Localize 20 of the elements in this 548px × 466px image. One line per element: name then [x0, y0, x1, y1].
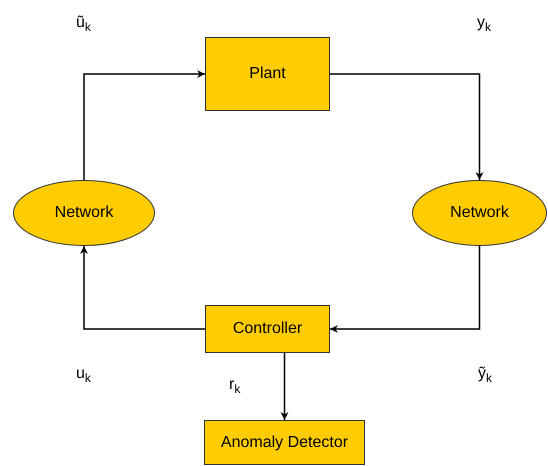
signal-label: ỹ$_{k}$ [478, 365, 492, 386]
signal-label: u$_{k}$ [76, 365, 91, 386]
arrow [330, 73, 484, 180]
node-label: Controller [232, 320, 302, 338]
node-label: Plant [249, 65, 286, 83]
arrow [280, 353, 288, 420]
process-box [205, 305, 330, 353]
signal-label: y$_{k}$ [477, 14, 491, 34]
signal-label: ũ$_{k}$ [76, 14, 91, 34]
process-box [205, 37, 330, 111]
node-label: Network [54, 204, 114, 222]
network-ellipse [13, 180, 155, 246]
arrow [330, 246, 480, 333]
arrow [80, 246, 205, 330]
process-box [204, 420, 365, 465]
node-label: Network [450, 204, 509, 222]
node-label: Anomaly Detector [220, 434, 348, 452]
signal-label: r$_{k}$ [229, 376, 240, 396]
arrow [83, 70, 205, 180]
network-ellipse [412, 180, 547, 246]
